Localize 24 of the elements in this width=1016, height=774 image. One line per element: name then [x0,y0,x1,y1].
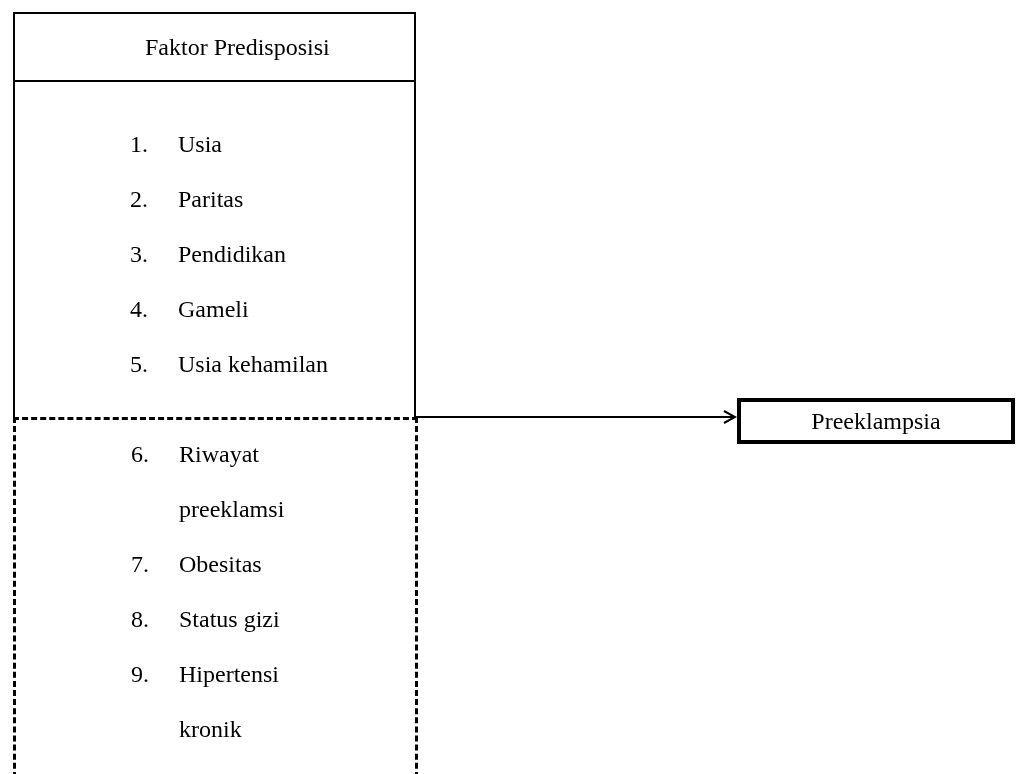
list-item: Riwayat preeklamsi [179,440,286,524]
list-number: 3. [130,240,149,269]
list-number: 8. [131,605,150,634]
list-number: 1. [130,130,149,159]
list-item: Usia kehamilan [178,350,328,379]
dashed-list-box [13,417,418,774]
list-number: 7. [131,550,150,579]
list-number: 9. [131,660,150,689]
list-item: Hipertensi kronik [179,660,280,744]
list-number: 2. [130,185,149,214]
list-box [13,12,416,417]
list-number: 5. [130,350,149,379]
list-number: 6. [131,440,150,469]
outcome-box [737,398,1015,444]
list-item: Status gizi [179,605,280,634]
box-heading: Faktor Predisposisi [145,33,330,61]
list-item: Usia [178,130,222,159]
list-item: Paritas [178,185,244,214]
list-item: Pendidikan [178,240,286,269]
list-number: 4. [130,295,149,324]
arrow [415,410,736,424]
list-item: Gameli [178,295,249,324]
list-item: Obesitas [179,550,262,579]
node-label: Preeklampsia [811,407,941,435]
